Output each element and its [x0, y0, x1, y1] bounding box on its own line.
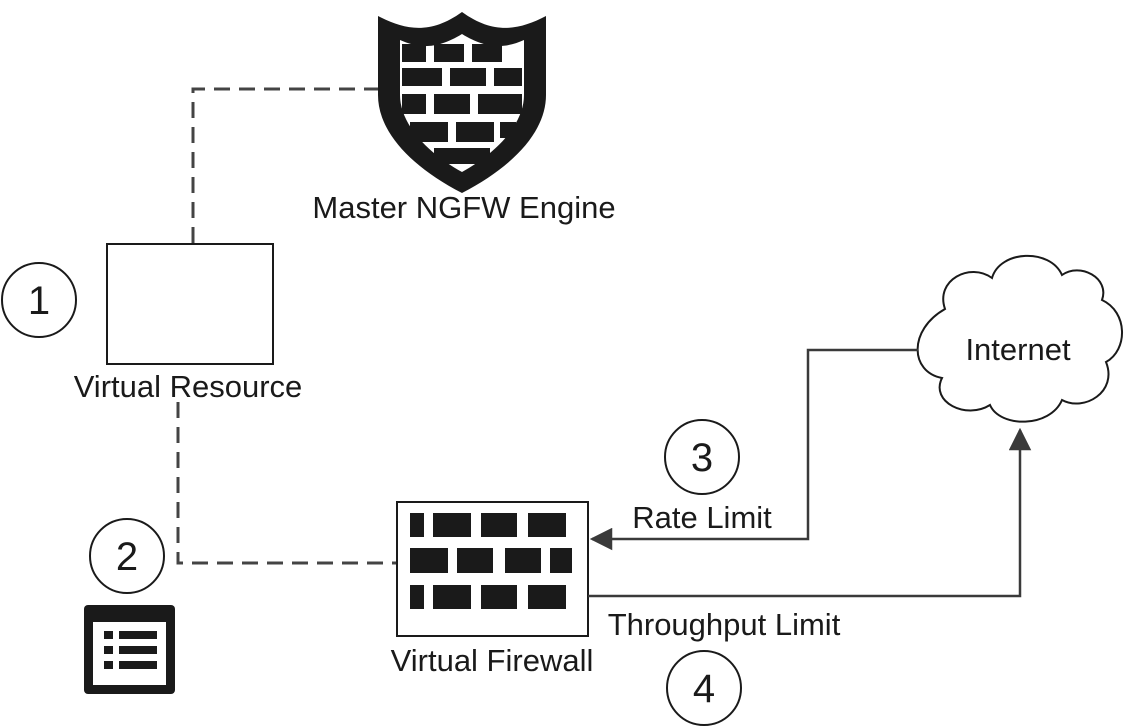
list-window-icon [84, 605, 175, 694]
master-engine-label: Master NGFW Engine [312, 190, 615, 225]
step-2-marker: 2 [89, 518, 165, 594]
rate-limit-label: Rate Limit [632, 500, 772, 535]
step-1-marker: 1 [1, 262, 77, 338]
virtual-resource-label: Virtual Resource [74, 369, 303, 404]
rate-limit-arrow [589, 348, 918, 551]
internet-label: Internet [965, 332, 1071, 367]
virtual-resource-box [106, 243, 274, 365]
step-3-marker: 3 [664, 419, 740, 495]
shield-firewall-icon [378, 12, 546, 193]
virtual-firewall-label: Virtual Firewall [391, 643, 594, 678]
step-4-number: 4 [693, 667, 715, 711]
throughput-limit-arrow [588, 427, 1032, 598]
step-4-marker: 4 [666, 650, 742, 726]
connector-master-resource [191, 87, 380, 244]
connector-resource-firewall [176, 402, 397, 565]
step-3-number: 3 [691, 436, 713, 480]
step-1-number: 1 [28, 279, 50, 323]
brick-wall-icon [396, 501, 589, 637]
cloud-icon [916, 254, 1123, 423]
step-2-number: 2 [116, 535, 138, 579]
throughput-limit-label: Throughput Limit [608, 607, 841, 642]
